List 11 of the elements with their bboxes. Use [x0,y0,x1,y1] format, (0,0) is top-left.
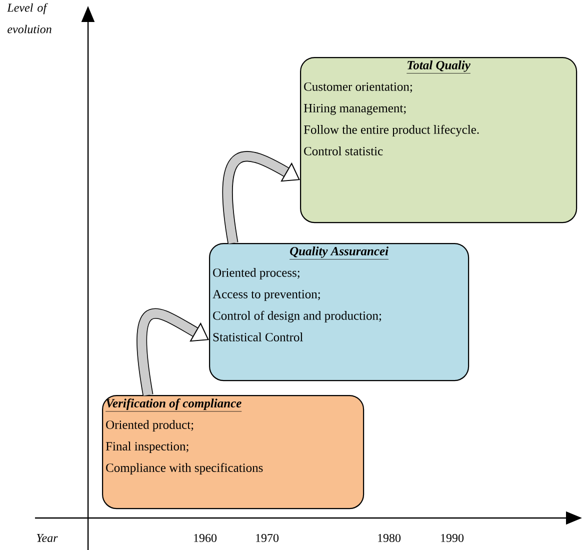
stage-box: Verification of compliance Oriented product; Final inspection; Compliance with specifications [102,395,364,510]
axis-label: Level of evolution [7,3,52,34]
stage-box: Total Qualiy Customer orientation; Hiring management; Follow the entire product lifecycle. Control statistic [300,57,578,224]
curved-arrow [222,151,300,244]
year-label: 1970 [256,534,279,542]
year-label: 1960 [194,534,217,542]
axis-label: Year [36,534,58,542]
stage-box: Quality Assurancei Oriented process; Access to prevention; Control of design and production; Statistical Control [209,243,470,382]
curved-arrow [136,308,209,396]
year-label: 1990 [441,534,464,542]
year-label: 1980 [378,534,401,542]
